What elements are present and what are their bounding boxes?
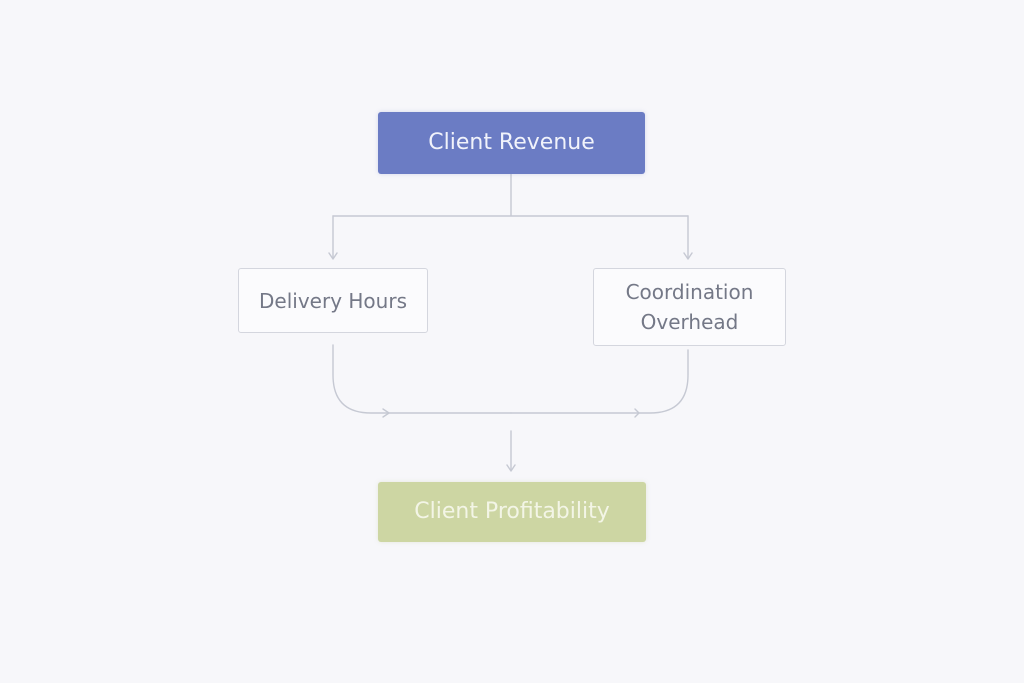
connector-delivery-to-merge — [332, 344, 512, 414]
arrowhead-merge-right — [634, 408, 640, 418]
node-coordination-overhead-label: Coordination Overhead — [625, 280, 754, 334]
node-client-revenue: Client Revenue — [378, 112, 645, 174]
node-client-profitability: Client Profitability — [378, 482, 646, 542]
arrowhead-delivery — [328, 252, 338, 260]
node-delivery-hours-label: Delivery Hours — [259, 288, 407, 313]
node-delivery-hours: Delivery Hours — [238, 268, 428, 333]
arrowhead-merge-left — [382, 408, 390, 418]
node-coordination-overhead: Coordination Overhead — [593, 268, 786, 346]
connector-revenue-split — [332, 173, 689, 217]
arrowhead-profitability — [506, 464, 516, 472]
node-client-profitability-label: Client Profitability — [414, 499, 610, 524]
node-client-revenue-label: Client Revenue — [428, 130, 595, 155]
connector-coordination-to-merge — [510, 349, 689, 414]
arrowhead-coordination — [683, 252, 693, 260]
